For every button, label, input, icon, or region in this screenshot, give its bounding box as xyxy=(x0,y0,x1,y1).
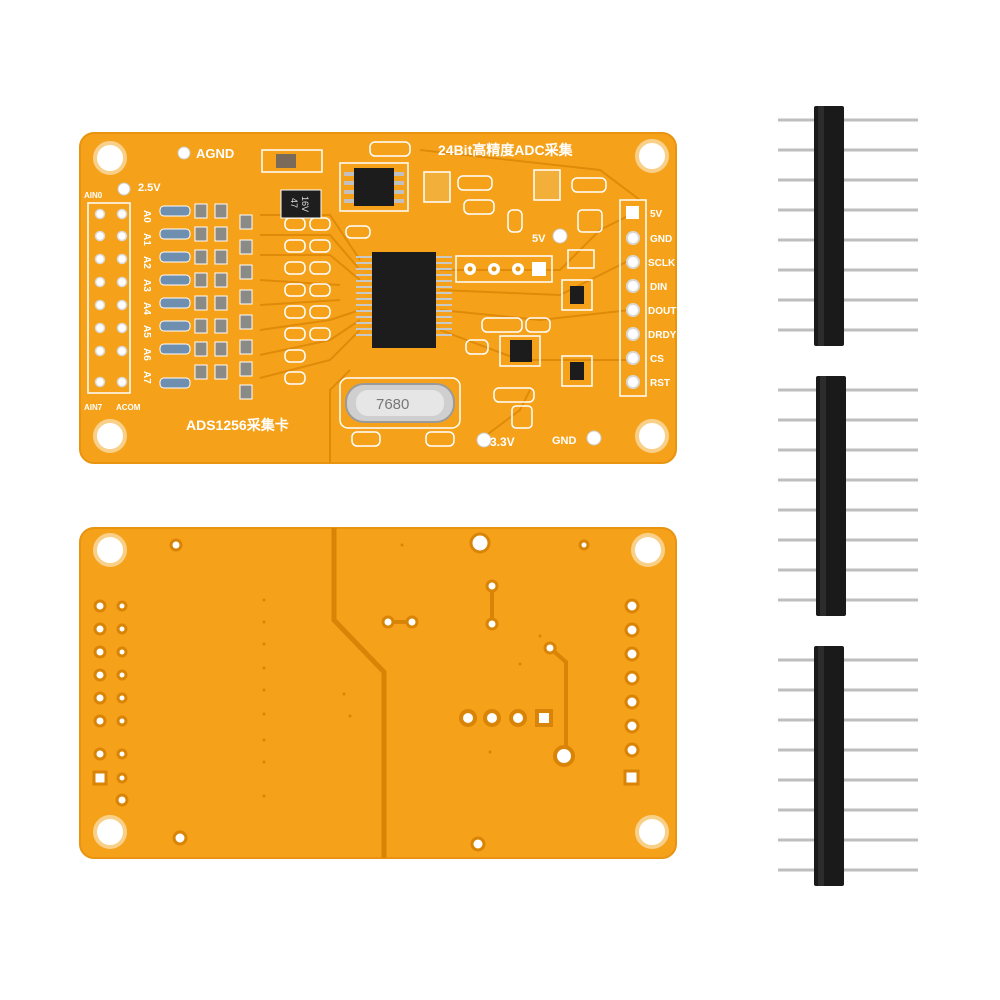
back-right-header xyxy=(623,598,640,786)
pcb-back xyxy=(79,527,677,859)
tantalum-capacitor-yellow xyxy=(533,169,561,201)
smd-pads xyxy=(351,431,381,447)
pin-label-sclk: SCLK xyxy=(648,258,676,269)
channel-label: A5 xyxy=(141,325,152,338)
board-title-top: 24Bit高精度ADC采集 xyxy=(438,142,574,158)
pin-label-gnd: GND xyxy=(650,234,672,245)
agnd-pad xyxy=(177,146,191,160)
header-pins xyxy=(778,388,918,602)
header-pins xyxy=(778,118,918,332)
gnd-pad xyxy=(586,430,602,446)
pcb-back-body xyxy=(79,527,677,859)
cap-marking: 47 xyxy=(289,198,299,208)
pad-column xyxy=(284,217,331,385)
pin-header-2 xyxy=(778,376,918,616)
crystal-marking: 7680 xyxy=(376,396,409,413)
tantalum-capacitor: 47 16V xyxy=(280,189,322,219)
pin-label-cs: CS xyxy=(650,354,664,365)
via xyxy=(553,745,575,767)
back-four-pin-pads xyxy=(459,709,553,727)
input-filter-array xyxy=(159,203,253,400)
power-5v-label: 5V xyxy=(532,233,546,245)
right-io-header: 5V GND SCLK DIN DOUT DRDY CS RST xyxy=(619,199,677,397)
pin-label-5v: 5V xyxy=(650,209,663,220)
channel-label: A2 xyxy=(141,256,152,269)
vias xyxy=(169,532,590,852)
acom-label: ACOM xyxy=(116,403,141,412)
back-left-header xyxy=(92,599,129,807)
smd-component xyxy=(261,149,323,173)
board-title-bottom: ADS1256采集卡 xyxy=(186,417,289,433)
agnd-label: AGND xyxy=(196,146,234,161)
pin-label-dout: DOUT xyxy=(648,306,676,317)
smd-pads xyxy=(345,141,607,239)
gnd-label: GND xyxy=(552,435,577,447)
tantalum-capacitor-yellow xyxy=(423,171,451,203)
pin-header-3 xyxy=(778,646,918,886)
pin-header-1 xyxy=(778,106,918,346)
channel-label: A3 xyxy=(141,279,152,292)
ain7-label: AIN7 xyxy=(84,403,103,412)
ain0-label: AIN0 xyxy=(84,191,103,200)
led xyxy=(567,249,595,269)
pin-label-din: DIN xyxy=(650,282,667,293)
ground-split-trace xyxy=(331,528,387,858)
pin-label-drdy: DRDY xyxy=(648,330,677,341)
smd-pads xyxy=(425,431,455,447)
power-33v-label: 3.3V xyxy=(490,435,515,449)
back-trace xyxy=(548,646,568,756)
left-input-header xyxy=(87,202,131,394)
ref-voltage-label: 2.5V xyxy=(138,182,161,194)
power-33v-pad xyxy=(476,432,492,448)
channel-label: A6 xyxy=(141,348,152,361)
channel-labels: A0 A1 A2 A3 A4 A5 A6 A7 xyxy=(141,210,152,384)
via xyxy=(381,615,395,629)
pcb-front: AGND 24Bit高精度ADC采集 2.5V AIN0 AIN7 ACOM A… xyxy=(79,132,677,464)
sot-components xyxy=(465,279,593,429)
via xyxy=(485,579,499,593)
via xyxy=(543,641,557,655)
crystal-oscillator: 7680 xyxy=(339,377,461,429)
cap-marking-voltage: 16V xyxy=(300,196,310,212)
resistor xyxy=(159,205,191,389)
four-pin-header xyxy=(455,255,553,283)
channel-label: A1 xyxy=(141,233,152,246)
mounting-holes xyxy=(93,533,669,849)
adc-chip xyxy=(356,252,452,348)
channel-label: A0 xyxy=(141,210,152,223)
capacitor xyxy=(194,203,253,400)
so8-ic xyxy=(339,162,409,212)
header-pins xyxy=(778,658,918,872)
ref-pad xyxy=(117,182,131,196)
test-points xyxy=(262,543,542,798)
channel-label: A4 xyxy=(141,302,152,315)
via xyxy=(405,615,419,629)
channel-label: A7 xyxy=(141,371,152,384)
via xyxy=(485,617,499,631)
pin-label-rst: RST xyxy=(650,378,670,389)
mounting-holes xyxy=(93,139,669,453)
power-5v-pad xyxy=(552,228,568,244)
smd-resistor xyxy=(276,154,296,168)
